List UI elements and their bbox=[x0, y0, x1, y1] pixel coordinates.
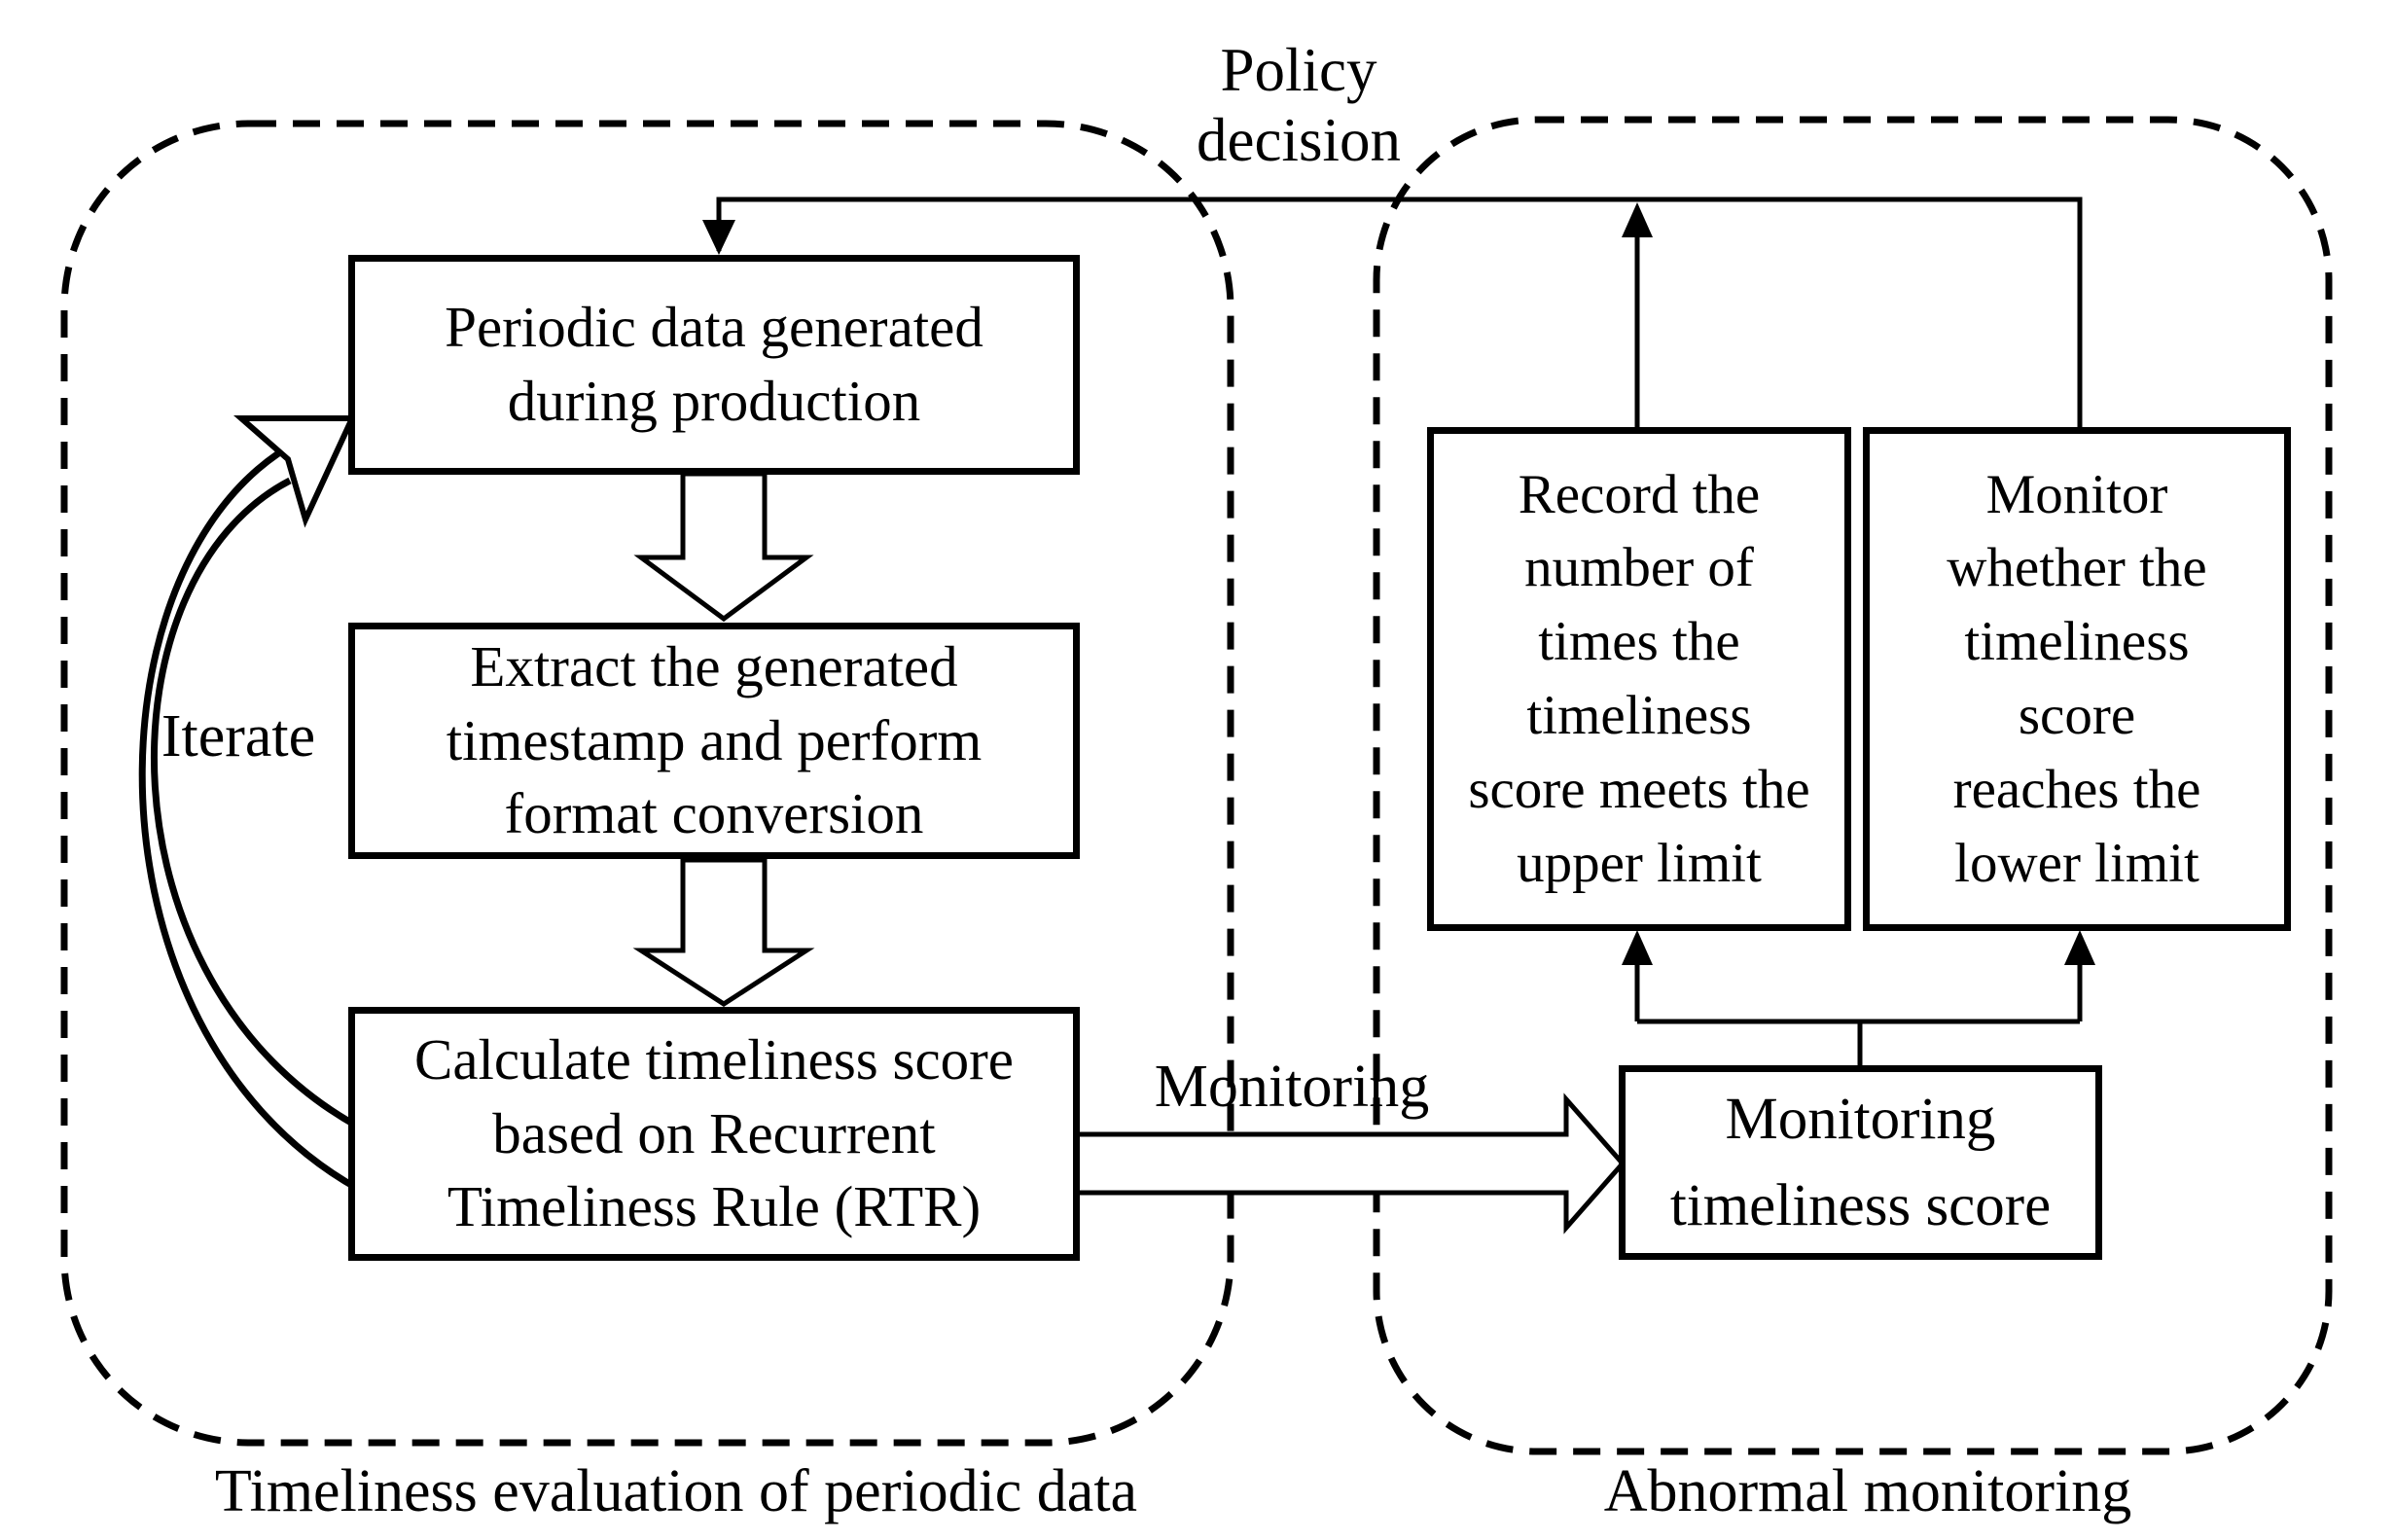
label-monitoring: Monitoring bbox=[1154, 1054, 1430, 1120]
arrowhead-down-into-periodic-box bbox=[702, 220, 735, 255]
iterate-curve-outer bbox=[138, 420, 360, 1193]
block-arrow-down-1-icon bbox=[633, 471, 814, 623]
node-monitor-lower-limit-text: Monitor whether the timeliness score rea… bbox=[1947, 463, 2207, 894]
arrowhead-up-into-monitor-box bbox=[2064, 930, 2095, 965]
node-calculate-score: Calculate timeliness score based on Recu… bbox=[348, 1007, 1080, 1261]
node-periodic-data: Periodic data generated during productio… bbox=[348, 255, 1080, 475]
left-group-caption: Timeliness evaluation of periodic data bbox=[214, 1458, 1138, 1524]
node-calculate-score-text: Calculate timeliness score based on Recu… bbox=[413, 1027, 1014, 1239]
node-record-upper-limit-text: Record the number of times the timelines… bbox=[1468, 463, 1810, 894]
block-arrow-down-2-icon bbox=[632, 857, 815, 1007]
node-monitoring-score-text: Monitoring timeliness score bbox=[1669, 1086, 2052, 1238]
arrowhead-up-into-record-box bbox=[1622, 930, 1653, 965]
arrowhead-up-at-feedback-line bbox=[1622, 202, 1653, 237]
iterate-curve-inner bbox=[151, 477, 360, 1130]
node-monitor-lower-limit: Monitor whether the timeliness score rea… bbox=[1863, 427, 2291, 931]
left-group-dashed-border bbox=[60, 120, 1234, 1447]
right-group-dashed-border bbox=[1373, 116, 2333, 1455]
score-to-monitor-connectors bbox=[1634, 940, 2083, 1065]
node-monitoring-score: Monitoring timeliness score bbox=[1619, 1065, 2102, 1260]
node-periodic-data-text: Periodic data generated during productio… bbox=[445, 295, 983, 433]
label-iterate: Iterate bbox=[161, 703, 316, 770]
node-record-upper-limit: Record the number of times the timelines… bbox=[1427, 427, 1851, 931]
node-extract-timestamp: Extract the generated timestamp and perf… bbox=[348, 623, 1080, 859]
right-group-caption: Abnormal monitoring bbox=[1603, 1458, 2132, 1524]
iterate-arrowhead-icon bbox=[233, 415, 357, 528]
node-extract-timestamp-text: Extract the generated timestamp and perf… bbox=[446, 634, 983, 846]
label-policy-decision: Policy decision bbox=[1197, 36, 1401, 175]
monitoring-block-arrow-icon bbox=[1072, 1092, 1626, 1235]
